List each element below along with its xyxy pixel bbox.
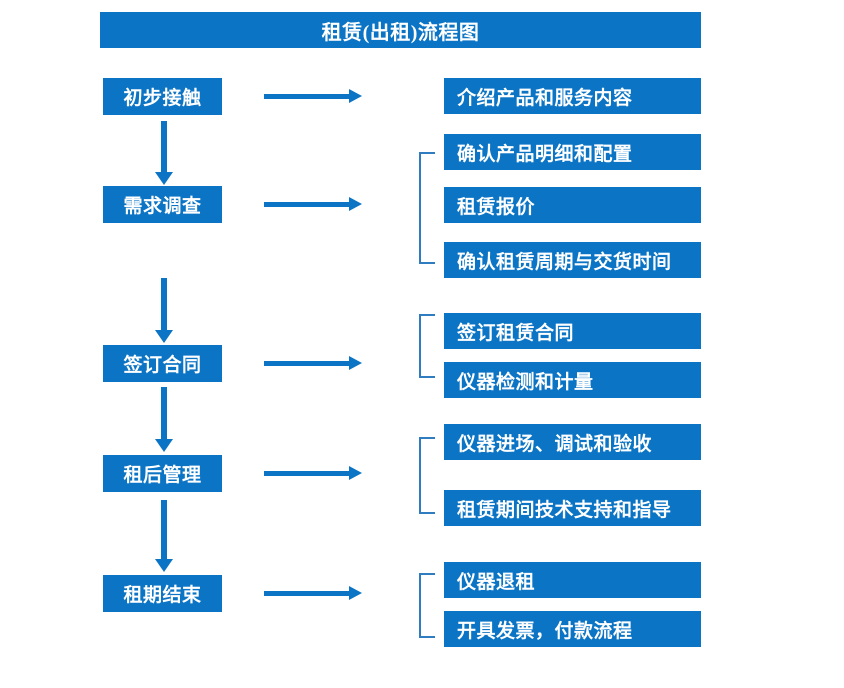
detail-arrow-right-5	[264, 585, 362, 601]
arrow-head	[349, 586, 362, 600]
arrow-shaft	[161, 500, 167, 559]
detail-box-9[interactable]: 仪器退租	[444, 562, 701, 598]
stage-box-3[interactable]: 签订合同	[103, 345, 222, 382]
arrow-head	[349, 356, 362, 370]
detail-arrow-right-3	[264, 355, 362, 371]
detail-box-4[interactable]: 确认租赁周期与交货时间	[444, 242, 701, 278]
flowchart-title: 租赁(出租)流程图	[100, 12, 701, 48]
detail-box-8[interactable]: 租赁期间技术支持和指导	[444, 490, 701, 526]
arrow-head	[349, 89, 362, 103]
flow-arrow-down-2	[155, 278, 173, 343]
arrow-shaft	[264, 471, 349, 476]
arrow-head	[349, 197, 362, 211]
arrow-head	[155, 172, 173, 185]
arrow-shaft	[161, 387, 167, 439]
arrow-shaft	[264, 94, 349, 99]
arrow-head	[349, 466, 362, 480]
arrow-head	[155, 559, 173, 572]
flow-arrow-down-4	[155, 500, 173, 572]
arrow-shaft	[264, 361, 349, 366]
detail-arrow-right-4	[264, 465, 362, 481]
detail-box-2[interactable]: 确认产品明细和配置	[444, 134, 701, 170]
arrow-shaft	[264, 591, 349, 596]
detail-arrow-right-2	[264, 196, 362, 212]
group-bracket-5	[419, 573, 435, 638]
arrow-head	[155, 330, 173, 343]
flow-arrow-down-1	[155, 121, 173, 185]
arrow-shaft	[161, 278, 167, 330]
stage-box-4[interactable]: 租后管理	[103, 455, 222, 492]
stage-box-5[interactable]: 租期结束	[103, 575, 222, 612]
detail-box-1[interactable]: 介绍产品和服务内容	[444, 78, 701, 114]
group-bracket-4	[419, 437, 435, 514]
arrow-head	[155, 439, 173, 452]
group-bracket-3	[419, 314, 435, 378]
detail-box-7[interactable]: 仪器进场、调试和验收	[444, 424, 701, 460]
detail-box-10[interactable]: 开具发票，付款流程	[444, 611, 701, 647]
detail-box-3[interactable]: 租赁报价	[444, 187, 701, 223]
detail-arrow-right-1	[264, 88, 362, 104]
group-bracket-2	[419, 152, 435, 264]
arrow-shaft	[264, 202, 349, 207]
stage-box-2[interactable]: 需求调查	[103, 186, 222, 223]
flow-arrow-down-3	[155, 387, 173, 452]
arrow-shaft	[161, 121, 167, 172]
stage-box-1[interactable]: 初步接触	[103, 78, 222, 115]
detail-box-6[interactable]: 仪器检测和计量	[444, 362, 701, 398]
detail-box-5[interactable]: 签订租赁合同	[444, 313, 701, 349]
